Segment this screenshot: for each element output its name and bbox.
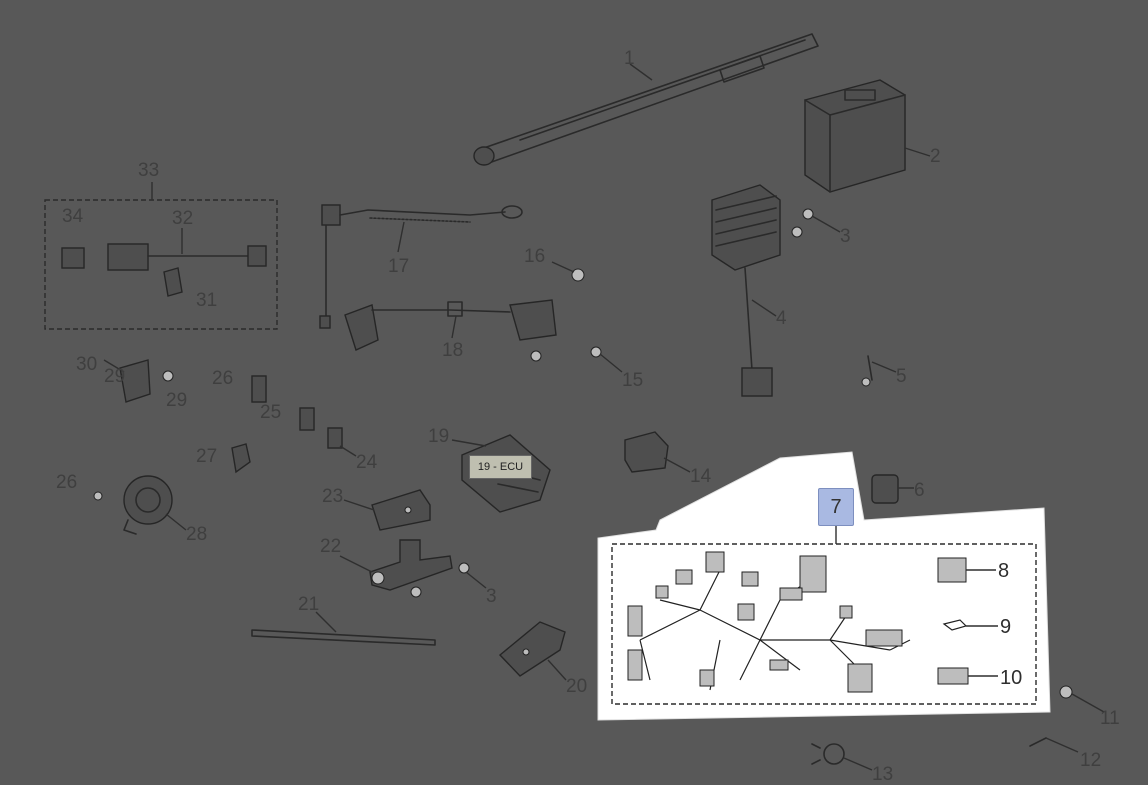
part-21-rod[interactable]: [251, 629, 436, 646]
leader-28: [165, 513, 187, 531]
part-14-relay[interactable]: [624, 431, 669, 473]
part-18-ignition-coil[interactable]: [344, 299, 557, 362]
leader-12: [1045, 737, 1079, 753]
callout-34[interactable]: 34: [62, 206, 84, 227]
leader-17: [397, 221, 405, 253]
callout-11[interactable]: 11: [1100, 708, 1120, 729]
callout-31[interactable]: 31: [196, 290, 217, 311]
leader-15: [599, 353, 623, 373]
part-27-sensor[interactable]: [231, 443, 251, 474]
leader-11: [1071, 693, 1105, 713]
leader-16: [551, 261, 575, 273]
leader-3b: [465, 571, 487, 589]
part-12-screw[interactable]: [1029, 737, 1047, 747]
callout-23[interactable]: 23: [322, 486, 343, 507]
callout-12[interactable]: 12: [1080, 750, 1101, 771]
callout-5[interactable]: 5: [896, 366, 907, 387]
callout-1[interactable]: 1: [624, 48, 635, 69]
part-8-connector[interactable]: [937, 557, 967, 583]
callout-26-left[interactable]: 26: [56, 472, 77, 493]
part-16-nut[interactable]: [571, 268, 585, 282]
part-29b-screw[interactable]: [162, 370, 174, 382]
part-17-sensor-cable[interactable]: [319, 204, 523, 329]
leader-2: [904, 147, 931, 157]
part-25-connector[interactable]: [299, 407, 315, 431]
hover-tooltip: 19 - ECU: [469, 455, 532, 479]
callout-27[interactable]: 27: [196, 446, 217, 467]
kit-33-box: [44, 199, 278, 330]
leader-13: [843, 757, 873, 771]
callout-14[interactable]: 14: [690, 466, 712, 487]
part-30-sensor[interactable]: [119, 359, 151, 403]
callout-2[interactable]: 2: [930, 146, 941, 167]
leader-23: [343, 499, 375, 511]
part-20-cover[interactable]: [498, 621, 566, 677]
part-4-regulator[interactable]: [711, 184, 781, 397]
leader-19: [451, 439, 487, 447]
part-34-connector[interactable]: [61, 247, 85, 269]
callout-29-left[interactable]: 29: [104, 366, 125, 387]
part-31-clip[interactable]: [163, 267, 183, 297]
leader-30: [103, 359, 125, 373]
callout-33[interactable]: 33: [138, 160, 159, 181]
callout-17[interactable]: 17: [388, 256, 409, 277]
callout-18[interactable]: 18: [442, 340, 463, 361]
part-10-fuse-holder[interactable]: [937, 667, 969, 685]
part-5-connector[interactable]: [861, 355, 873, 387]
part-29-screw[interactable]: [93, 491, 103, 501]
callout-21[interactable]: 21: [298, 594, 319, 615]
callout-29[interactable]: 29: [166, 390, 187, 411]
callout-28[interactable]: 28: [186, 524, 207, 545]
callout-3-lower[interactable]: 3: [486, 586, 497, 607]
callout-22[interactable]: 22: [320, 536, 341, 557]
callout-30[interactable]: 30: [76, 354, 97, 375]
callout-19[interactable]: 19: [428, 426, 449, 447]
part-24-connector[interactable]: [327, 427, 343, 449]
leader-4: [751, 299, 777, 317]
callout-16[interactable]: 16: [524, 246, 545, 267]
part-3-screws-upper[interactable]: [791, 208, 814, 238]
part-11-screw[interactable]: [1059, 685, 1073, 699]
part-1-tube[interactable]: [473, 33, 819, 166]
leader-21: [315, 611, 337, 633]
callout-9[interactable]: 9: [1000, 616, 1011, 638]
callout-15[interactable]: 15: [622, 370, 643, 391]
callout-6[interactable]: 6: [914, 480, 925, 501]
leader-14: [663, 457, 691, 473]
callout-25[interactable]: 25: [260, 402, 281, 423]
callout-24[interactable]: 24: [356, 452, 378, 473]
callout-20[interactable]: 20: [566, 676, 587, 697]
part-26-connector[interactable]: [251, 375, 267, 403]
part-13-clamp[interactable]: [811, 743, 845, 765]
part-7-wiring-harness[interactable]: [627, 551, 911, 693]
leader-1: [629, 63, 653, 81]
leader-22: [339, 555, 373, 573]
callout-7-highlighted[interactable]: 7: [818, 488, 854, 526]
part-22-bracket[interactable]: [369, 539, 453, 598]
part-2-battery[interactable]: [804, 79, 906, 193]
leader-18: [451, 315, 457, 339]
part-32-cable[interactable]: [107, 243, 267, 271]
callout-3[interactable]: 3: [840, 226, 851, 247]
part-28-horn[interactable]: [123, 475, 173, 535]
leader-5: [871, 361, 897, 373]
callout-26[interactable]: 26: [212, 368, 233, 389]
leader-24: [339, 445, 357, 457]
callout-8[interactable]: 8: [998, 560, 1009, 582]
part-23-bracket[interactable]: [371, 489, 431, 531]
part-15-nut[interactable]: [590, 346, 602, 358]
part-3-screws-lower[interactable]: [458, 562, 470, 574]
leader-3a: [811, 215, 841, 233]
callout-13[interactable]: 13: [872, 764, 893, 785]
callout-4[interactable]: 4: [776, 308, 787, 329]
callout-32[interactable]: 32: [172, 208, 193, 229]
part-6-relay[interactable]: [871, 474, 899, 504]
callout-10[interactable]: 10: [1000, 667, 1022, 689]
kit-7-box: [611, 543, 1037, 705]
leader-20: [547, 659, 567, 681]
